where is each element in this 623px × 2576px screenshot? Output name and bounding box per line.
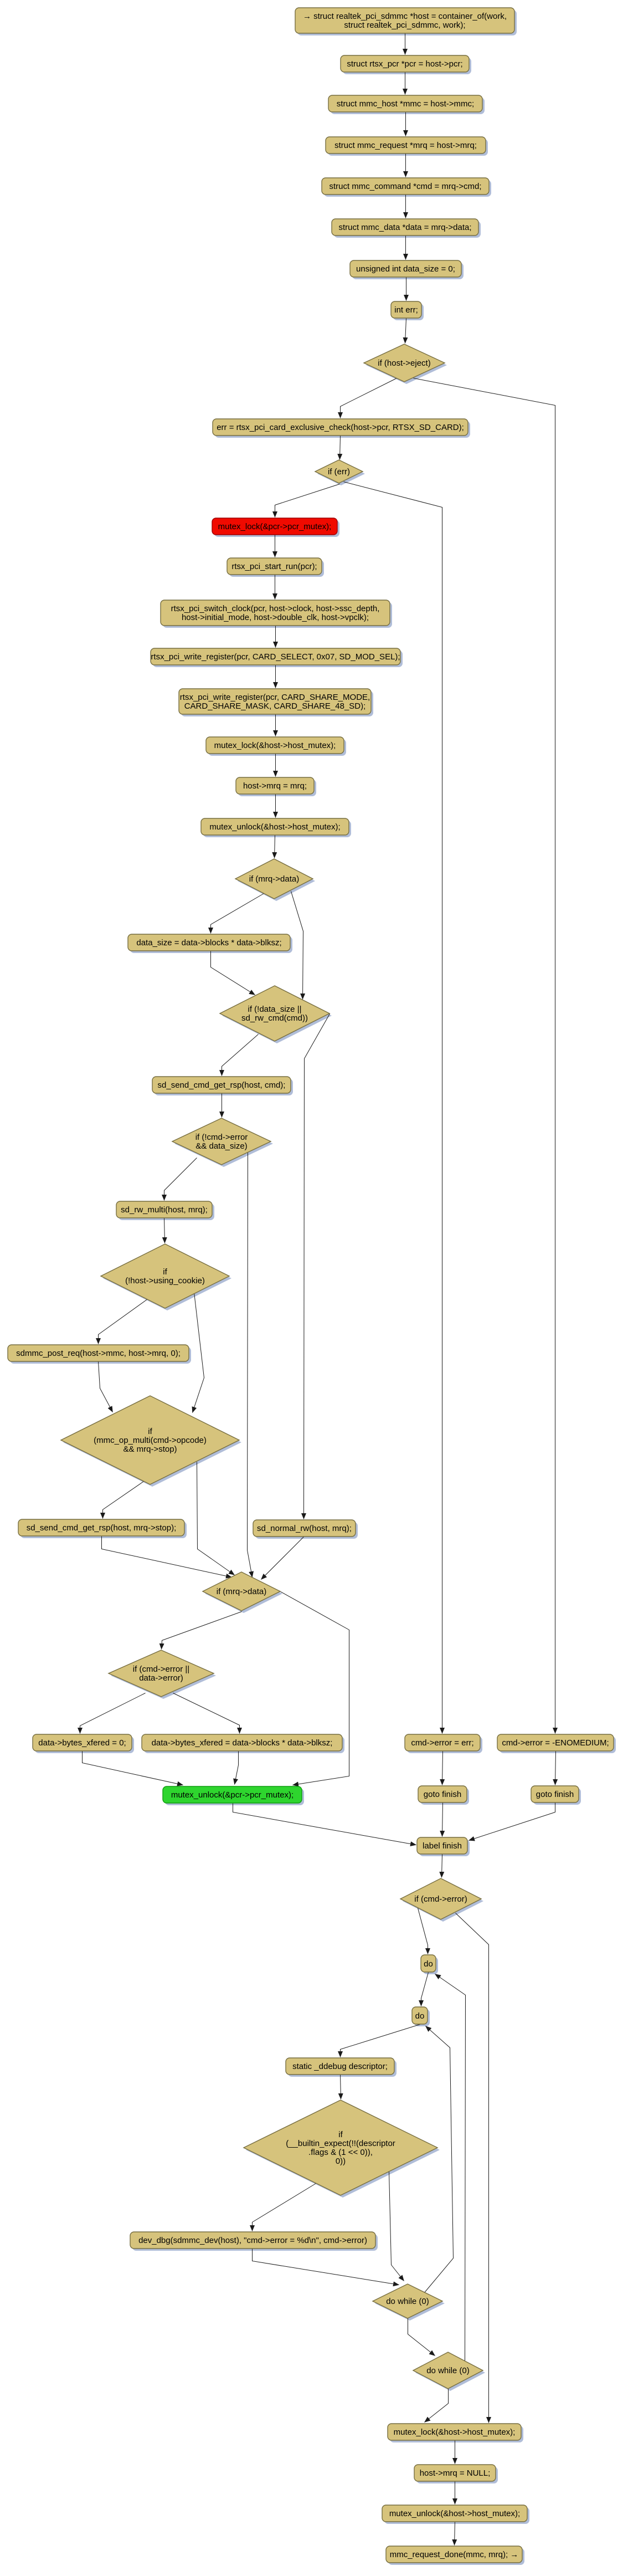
svg-text:struct mmc_data *data = mrq->d: struct mmc_data *data = mrq->data; — [338, 223, 471, 232]
svg-text:rtsx_pci_write_register(pcr, C: rtsx_pci_write_register(pcr, CARD_SHARE_… — [180, 693, 370, 702]
svg-text:if (err): if (err) — [328, 467, 350, 477]
svg-text:(mmc_op_multi(cmd->opcode): (mmc_op_multi(cmd->opcode) — [94, 1436, 207, 1445]
svg-text:host->mrq = mrq;: host->mrq = mrq; — [243, 781, 307, 791]
svg-text:mutex_unlock(&host->host_mutex: mutex_unlock(&host->host_mutex); — [389, 2509, 520, 2518]
svg-text:host->initial_mode, host->doub: host->initial_mode, host->double_clk, ho… — [182, 613, 369, 622]
svg-text:struct mmc_request *mrq = host: struct mmc_request *mrq = host->mrq; — [334, 141, 477, 150]
svg-text:unsigned int data_size = 0;: unsigned int data_size = 0; — [356, 264, 455, 274]
svg-text:struct mmc_command *cmd = mrq-: struct mmc_command *cmd = mrq->cmd; — [329, 182, 481, 191]
svg-text:cmd->error = err;: cmd->error = err; — [411, 1738, 473, 1748]
svg-text:data->error): data->error) — [139, 1673, 183, 1683]
svg-text:data->bytes_xfered = 0;: data->bytes_xfered = 0; — [38, 1738, 126, 1748]
svg-text:rtsx_pci_switch_clock(pcr, hos: rtsx_pci_switch_clock(pcr, host->clock, … — [171, 604, 380, 613]
svg-text:static _ddebug descriptor;: static _ddebug descriptor; — [292, 2062, 388, 2071]
svg-text:mutex_lock(&pcr->pcr_mutex);: mutex_lock(&pcr->pcr_mutex); — [218, 522, 332, 531]
svg-text:sd_rw_cmd(cmd)): sd_rw_cmd(cmd)) — [241, 1013, 308, 1023]
svg-text:sd_send_cmd_get_rsp(host, mrq-: sd_send_cmd_get_rsp(host, mrq->stop); — [27, 1523, 177, 1533]
svg-text:→ struct realtek_pci_sdmmc *ho: → struct realtek_pci_sdmmc *host = conta… — [303, 12, 507, 21]
svg-text:if (host->eject): if (host->eject) — [378, 359, 430, 368]
svg-text:if (mrq->data): if (mrq->data) — [217, 1587, 266, 1596]
svg-text:dev_dbg(sdmmc_dev(host), "cmd-: dev_dbg(sdmmc_dev(host), "cmd->error = %… — [138, 2236, 367, 2245]
svg-text:do: do — [415, 2011, 425, 2021]
svg-text:sd_rw_multi(host, mrq);: sd_rw_multi(host, mrq); — [121, 1205, 208, 1215]
svg-text:sdmmc_post_req(host->mmc, host: sdmmc_post_req(host->mmc, host->mrq, 0); — [16, 1349, 181, 1358]
svg-text:mutex_unlock(&host->host_mutex: mutex_unlock(&host->host_mutex); — [209, 822, 340, 832]
svg-text:if (cmd->error ||: if (cmd->error || — [133, 1665, 189, 1674]
svg-text:struct rtsx_pcr *pcr = host->p: struct rtsx_pcr *pcr = host->pcr; — [347, 59, 462, 69]
svg-text:(__builtin_expect(!!(descripto: (__builtin_expect(!!(descriptor — [286, 2139, 395, 2148]
svg-text:label finish: label finish — [423, 1841, 462, 1851]
svg-text:&& data_size): && data_size) — [195, 1141, 247, 1151]
svg-text:if (mrq->data): if (mrq->data) — [249, 874, 299, 884]
svg-text:(!host->using_cookie): (!host->using_cookie) — [125, 1276, 205, 1286]
svg-text:if (cmd->error): if (cmd->error) — [414, 1894, 467, 1904]
svg-text:err = rtsx_pci_card_exclusive_: err = rtsx_pci_card_exclusive_check(host… — [217, 423, 464, 432]
svg-text:if: if — [163, 1267, 167, 1277]
svg-text:if (!cmd->error: if (!cmd->error — [195, 1133, 248, 1142]
svg-text:&& mrq->stop): && mrq->stop) — [123, 1445, 177, 1454]
svg-text:if (!data_size ||: if (!data_size || — [248, 1005, 301, 1014]
svg-text:if: if — [148, 1427, 152, 1436]
svg-text:cmd->error = -ENOMEDIUM;: cmd->error = -ENOMEDIUM; — [502, 1738, 609, 1748]
svg-text:rtsx_pci_write_register(pcr, C: rtsx_pci_write_register(pcr, CARD_SELECT… — [151, 652, 400, 662]
svg-text:host->mrq = NULL;: host->mrq = NULL; — [420, 2469, 491, 2478]
svg-text:struct mmc_host *mmc = host->m: struct mmc_host *mmc = host->mmc; — [337, 99, 474, 109]
svg-text:do: do — [424, 1959, 433, 1969]
svg-text:data->bytes_xfered = data->blo: data->bytes_xfered = data->blocks * data… — [152, 1738, 333, 1748]
svg-text:0)): 0)) — [336, 2157, 346, 2166]
svg-text:mutex_lock(&host->host_mutex);: mutex_lock(&host->host_mutex); — [394, 2428, 516, 2437]
svg-text:sd_send_cmd_get_rsp(host, cmd): sd_send_cmd_get_rsp(host, cmd); — [158, 1080, 286, 1090]
svg-text:mutex_unlock(&pcr->pcr_mutex);: mutex_unlock(&pcr->pcr_mutex); — [171, 1790, 294, 1800]
svg-text:rtsx_pci_start_run(pcr);: rtsx_pci_start_run(pcr); — [231, 562, 317, 571]
svg-text:do while (0): do while (0) — [426, 2366, 470, 2375]
svg-text:.flags & (1 << 0)),: .flags & (1 << 0)), — [308, 2148, 373, 2157]
svg-text:int err;: int err; — [394, 305, 418, 315]
svg-text:CARD_SHARE_MASK, CARD_SHARE_48: CARD_SHARE_MASK, CARD_SHARE_48_SD); — [184, 701, 366, 711]
svg-text:struct realtek_pci_sdmmc, work: struct realtek_pci_sdmmc, work); — [344, 21, 465, 30]
svg-text:goto finish: goto finish — [536, 1790, 574, 1799]
svg-text:goto finish: goto finish — [424, 1790, 461, 1799]
svg-text:if: if — [338, 2130, 343, 2139]
svg-text:data_size = data->blocks * dat: data_size = data->blocks * data->blksz; — [136, 938, 281, 948]
svg-text:mmc_request_done(mmc, mrq); →: mmc_request_done(mmc, mrq); → — [390, 2550, 519, 2559]
svg-text:mutex_lock(&host->host_mutex);: mutex_lock(&host->host_mutex); — [214, 741, 336, 750]
svg-text:sd_normal_rw(host, mrq);: sd_normal_rw(host, mrq); — [257, 1524, 352, 1533]
svg-text:do while (0): do while (0) — [386, 2297, 429, 2306]
